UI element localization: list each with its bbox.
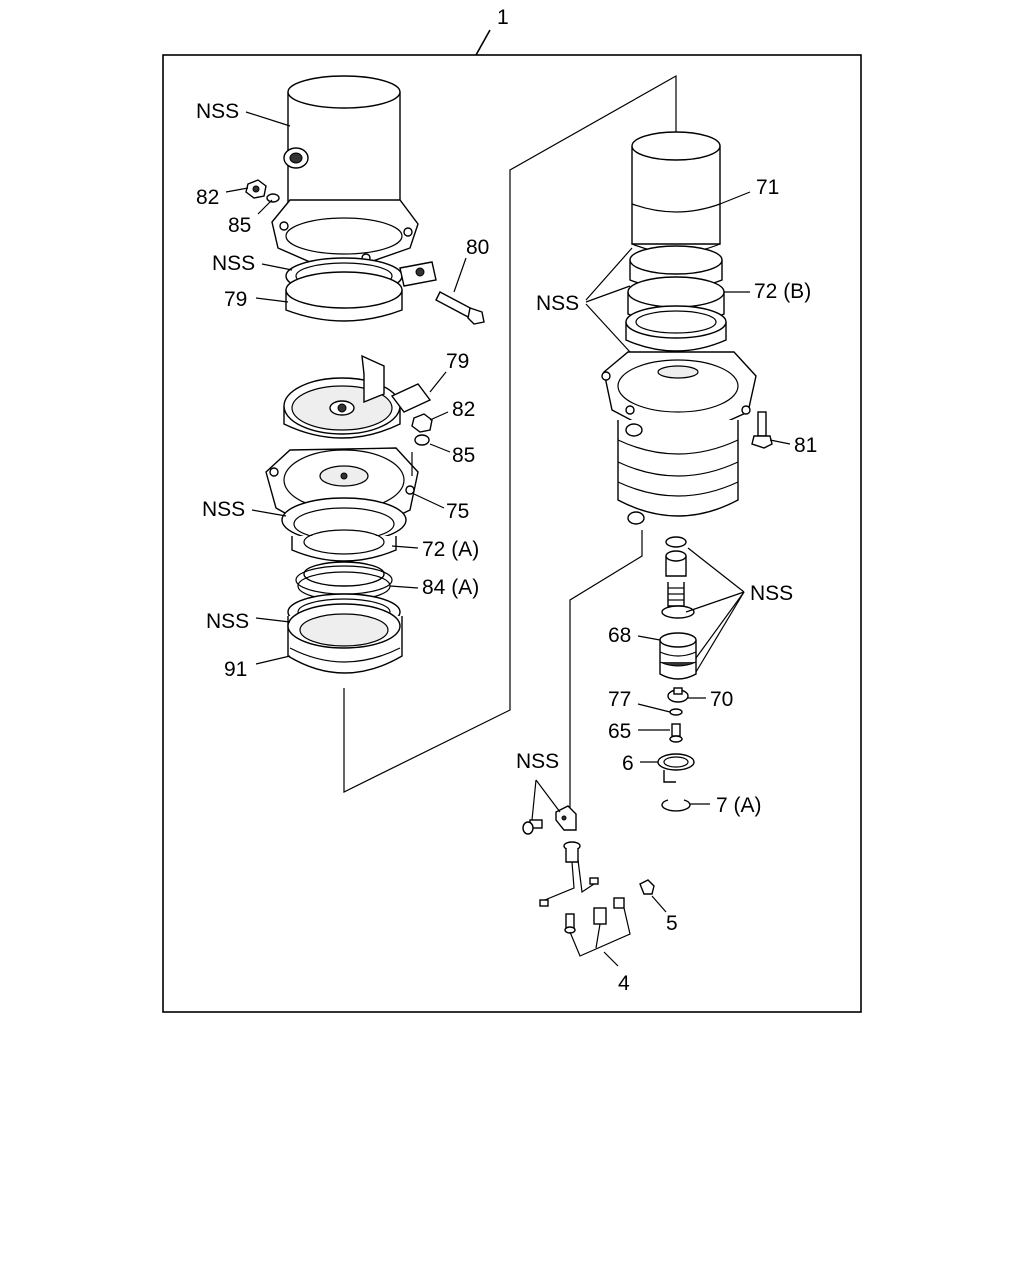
left-band-79-upper xyxy=(285,261,437,322)
bolt-81 xyxy=(751,411,773,449)
label-84a: 84 (A) xyxy=(422,576,479,599)
connector-line-lower xyxy=(569,530,643,812)
label-75: 75 xyxy=(446,500,469,523)
label-nss-rings: NSS xyxy=(536,292,579,315)
washer-77 xyxy=(669,708,683,716)
valve-oring-top xyxy=(665,536,687,548)
label-72a: 72 (A) xyxy=(422,538,479,561)
label-nss-bracket: NSS xyxy=(516,750,559,773)
label-nss-valve: NSS xyxy=(750,582,793,605)
snap-ring-7a xyxy=(661,799,691,812)
leader-lines xyxy=(225,111,791,967)
label-nss-flange: NSS xyxy=(212,252,255,275)
washer-85-lower xyxy=(414,434,430,446)
label-68: 68 xyxy=(608,624,631,647)
label-82-lower: 82 xyxy=(452,398,475,421)
bolt-nss-bracket xyxy=(522,819,543,835)
washer-85-upper xyxy=(266,193,280,203)
label-71: 71 xyxy=(756,176,779,199)
left-band-79-lower xyxy=(283,354,432,439)
assembly-frame xyxy=(162,54,862,1013)
label-nss-ring: NSS xyxy=(206,610,249,633)
label-4: 4 xyxy=(618,972,630,995)
label-79-upper: 79 xyxy=(224,288,247,311)
right-housing-flange xyxy=(601,351,757,431)
left-base-91 xyxy=(287,603,403,674)
bolt-80 xyxy=(435,291,485,325)
label-assembly: 1 xyxy=(497,6,509,29)
left-diaphragm-72a xyxy=(281,497,407,562)
label-7a: 7 (A) xyxy=(716,794,762,817)
connector-line-upper xyxy=(343,74,677,793)
right-housing-body xyxy=(617,420,739,525)
elbow-6 xyxy=(657,753,695,783)
label-nss-72a: NSS xyxy=(202,498,245,521)
label-80: 80 xyxy=(466,236,489,259)
label-85-lower: 85 xyxy=(452,444,475,467)
label-5: 5 xyxy=(666,912,678,935)
label-65: 65 xyxy=(608,720,631,743)
assembly-leader xyxy=(475,29,491,56)
bracket-nss xyxy=(555,805,577,831)
fitting-5 xyxy=(639,879,655,895)
valve-seat-70 xyxy=(667,687,689,703)
valve-oring-mid xyxy=(661,605,695,619)
label-nss-cover: NSS xyxy=(196,100,239,123)
left-cylinder-cover xyxy=(283,75,401,241)
label-77: 77 xyxy=(608,688,631,711)
nut-82-lower xyxy=(411,413,433,433)
right-cylinder-71 xyxy=(631,131,721,254)
label-85-upper: 85 xyxy=(228,214,251,237)
label-82-upper: 82 xyxy=(196,186,219,209)
label-79-lower: 79 xyxy=(446,350,469,373)
right-rings-72b xyxy=(625,245,727,352)
nut-82-upper xyxy=(245,179,267,199)
label-6: 6 xyxy=(622,752,634,775)
sensor-harness-4 xyxy=(539,841,625,934)
label-91: 91 xyxy=(224,658,247,681)
valve-body-68 xyxy=(659,632,697,680)
label-70: 70 xyxy=(710,688,733,711)
plug-65 xyxy=(669,723,683,743)
left-cover-flange xyxy=(271,199,419,263)
label-72b: 72 (B) xyxy=(754,280,811,303)
valve-stem xyxy=(665,550,687,607)
label-81: 81 xyxy=(794,434,817,457)
